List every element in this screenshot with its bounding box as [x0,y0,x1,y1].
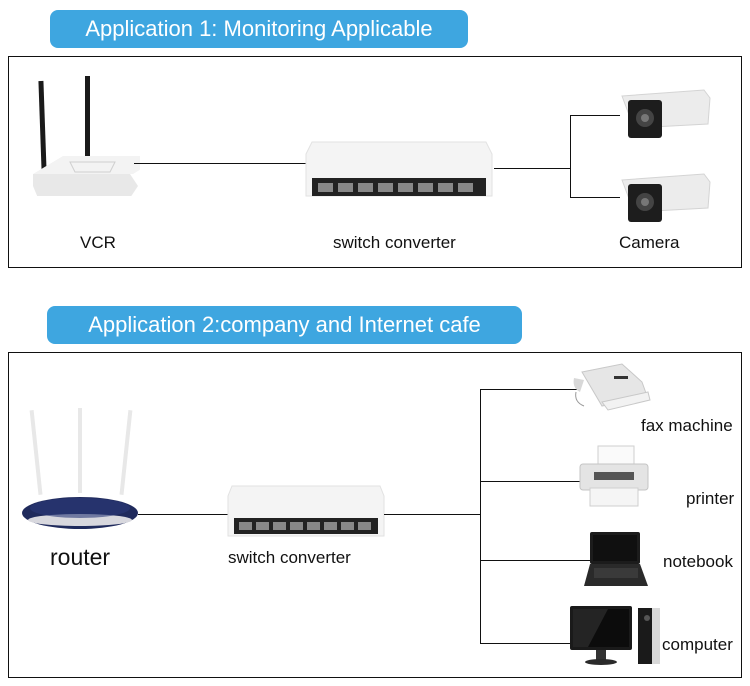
connection-line [480,389,580,390]
notebook-icon [584,530,648,588]
connection-line [384,514,480,515]
camera-icon [614,168,714,228]
router-label: router [50,544,111,570]
router-icon [20,408,145,533]
section-2-diagram [8,352,742,678]
computer-label: computer [662,635,733,654]
switch-converter-label: switch converter [333,233,456,252]
section-1-diagram [8,56,742,268]
printer-label: printer [686,489,735,508]
connection-line [480,389,481,643]
connection-line [480,560,592,561]
camera-icon [614,84,714,144]
connection-line [480,643,580,644]
switch-converter-icon [304,138,494,203]
fax-machine-label: fax machine [641,416,733,435]
connection-line [480,481,580,482]
connection-line [570,197,620,198]
switch-converter-label: switch converter [228,548,351,567]
notebook-label: notebook [663,552,733,571]
section-1-title: Application 1: Monitoring Applicable [50,10,468,48]
switch-converter-icon [226,482,386,542]
connection-line [570,115,620,116]
connection-line [494,168,570,169]
camera-label: Camera [619,233,680,252]
vcr-label: VCR [80,233,116,252]
connection-line [134,163,306,164]
printer-icon [578,444,650,510]
connection-line [138,514,228,515]
connection-line [570,115,571,197]
section-2-title: Application 2:company and Internet cafe [47,306,522,344]
vcr-icon [30,76,140,196]
fax-machine-icon [572,362,652,414]
computer-icon [568,604,664,668]
